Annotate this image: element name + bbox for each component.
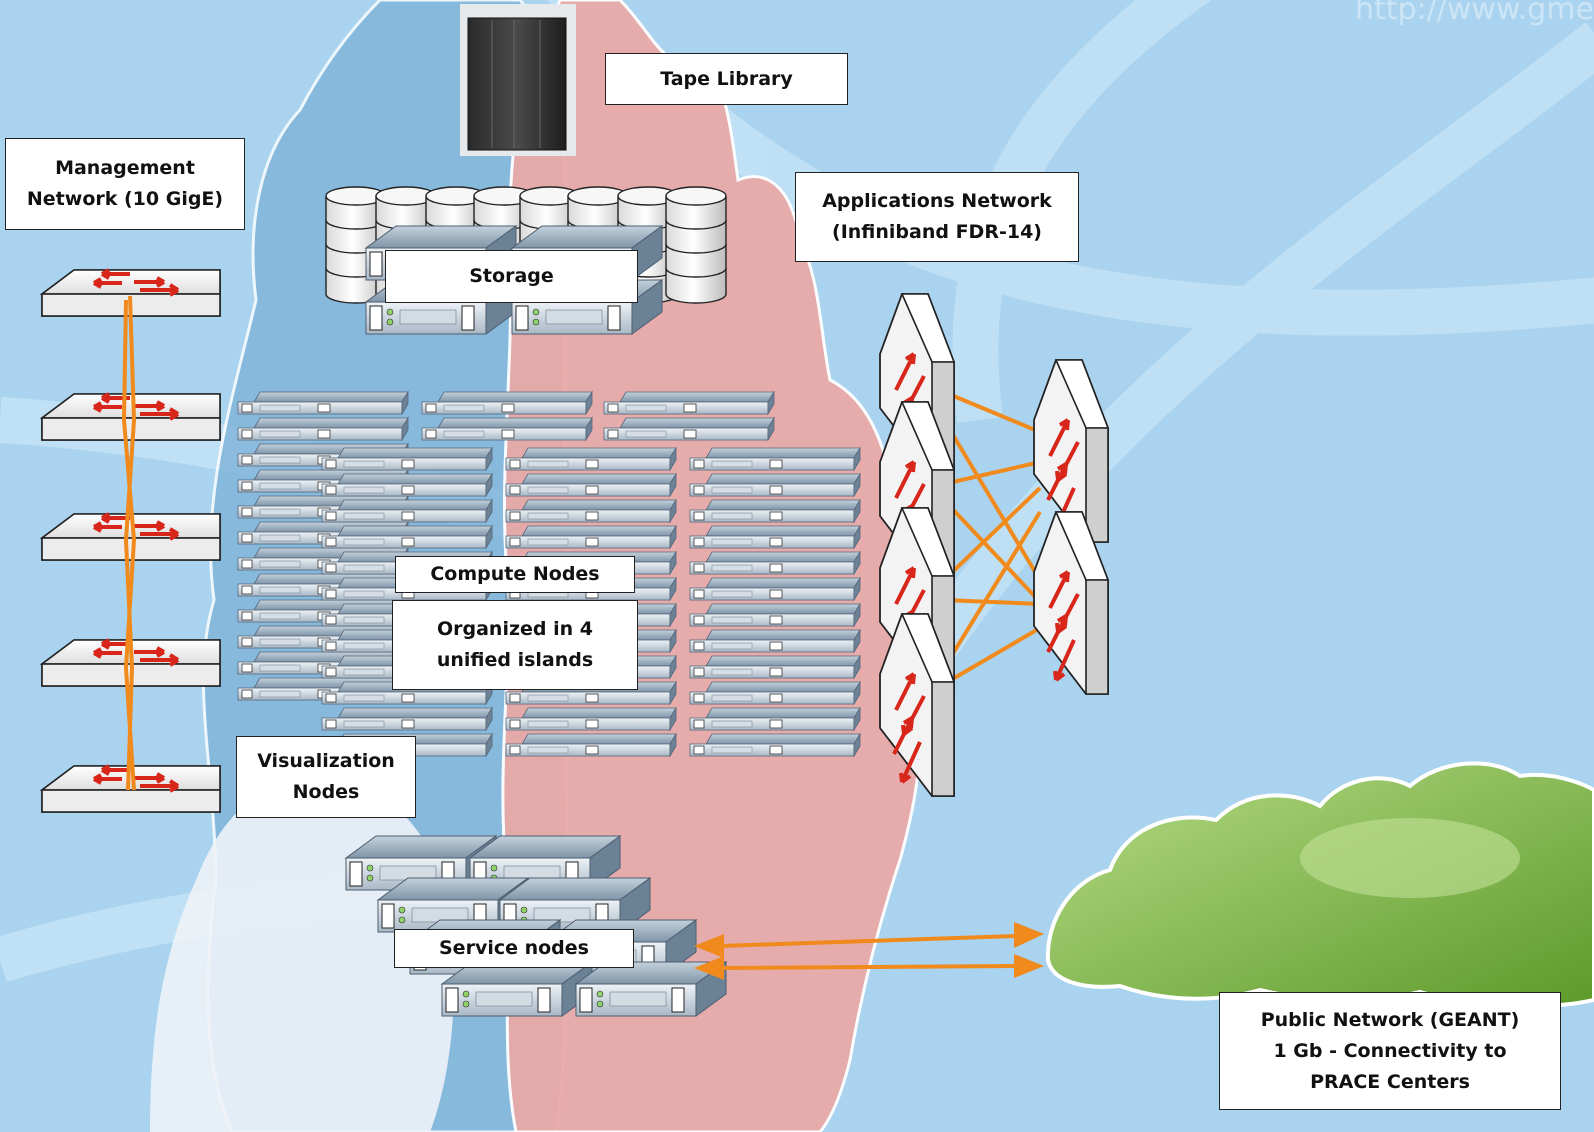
management-network-line-2: Network (10 GigE) [26,188,224,210]
public-network-label: Public Network (GEANT) 1 Gb - Connectivi… [1219,992,1561,1110]
server-icon [689,603,861,627]
applications-network-label: Applications Network (Infiniband FDR-14) [795,172,1079,262]
server-icon [689,655,861,679]
public-network-line-2: 1 Gb - Connectivity to [1273,1039,1507,1062]
server-icon [689,681,861,705]
management-links [121,295,137,791]
server-icon [505,707,677,731]
server-icon [321,447,493,471]
public-network-links [694,922,1044,980]
server-icon [505,525,677,549]
compute-nodes-label: Compute Nodes [395,556,635,593]
visualization-nodes-line-1: Visualization [257,750,395,772]
server-icon [689,473,861,497]
server-icon [689,499,861,523]
server-icon [321,707,493,731]
server-icon [603,417,775,441]
tape-library-icon [460,4,576,156]
network-switch-icon [40,392,222,442]
server-icon [689,447,861,471]
service-nodes-text: Service nodes [439,937,589,959]
service-nodes-label: Service nodes [394,929,634,968]
applications-network-line-2: (Infiniband FDR-14) [832,221,1042,243]
server-icon [505,733,677,757]
server-icon [421,391,593,415]
server-icon [689,733,861,757]
public-cloud-highlight [1300,818,1520,898]
server-icon [441,961,593,1017]
islands-line-1: Organized in 4 [436,618,594,640]
public-network-cloud [1045,761,1594,1009]
storage-label: Storage [385,250,638,303]
compute-nodes-text: Compute Nodes [430,563,600,585]
management-network-label: Management Network (10 GigE) [5,138,245,230]
database-icon [665,186,727,304]
tape-library-text: Tape Library [660,67,793,90]
server-icon [505,473,677,497]
public-network-line-1: Public Network (GEANT) [1260,1008,1520,1031]
infiniband-links [942,390,1042,686]
storage-text: Storage [469,265,554,287]
tape-library-label: Tape Library [605,53,848,105]
source-url-watermark: http://www.gme [1354,0,1594,27]
applications-network-line-1: Applications Network [822,190,1052,212]
server-icon [689,551,861,575]
server-icon [321,525,493,549]
server-icon [237,417,409,441]
server-icon [505,499,677,523]
server-icon [689,525,861,549]
server-icon [237,391,409,415]
server-icon [689,707,861,731]
islands-line-2: unified islands [436,649,594,671]
visualization-nodes-line-2: Nodes [292,781,360,803]
server-icon [505,447,677,471]
public-network-line-3: PRACE Centers [1310,1070,1470,1093]
management-network-line-1: Management [55,157,195,179]
islands-label: Organized in 4 unified islands [392,600,638,690]
server-icon [421,417,593,441]
server-icon [321,473,493,497]
server-icon [603,391,775,415]
server-icon [689,629,861,653]
visualization-nodes-label: Visualization Nodes [236,736,416,818]
server-icon [689,577,861,601]
server-icon [321,499,493,523]
